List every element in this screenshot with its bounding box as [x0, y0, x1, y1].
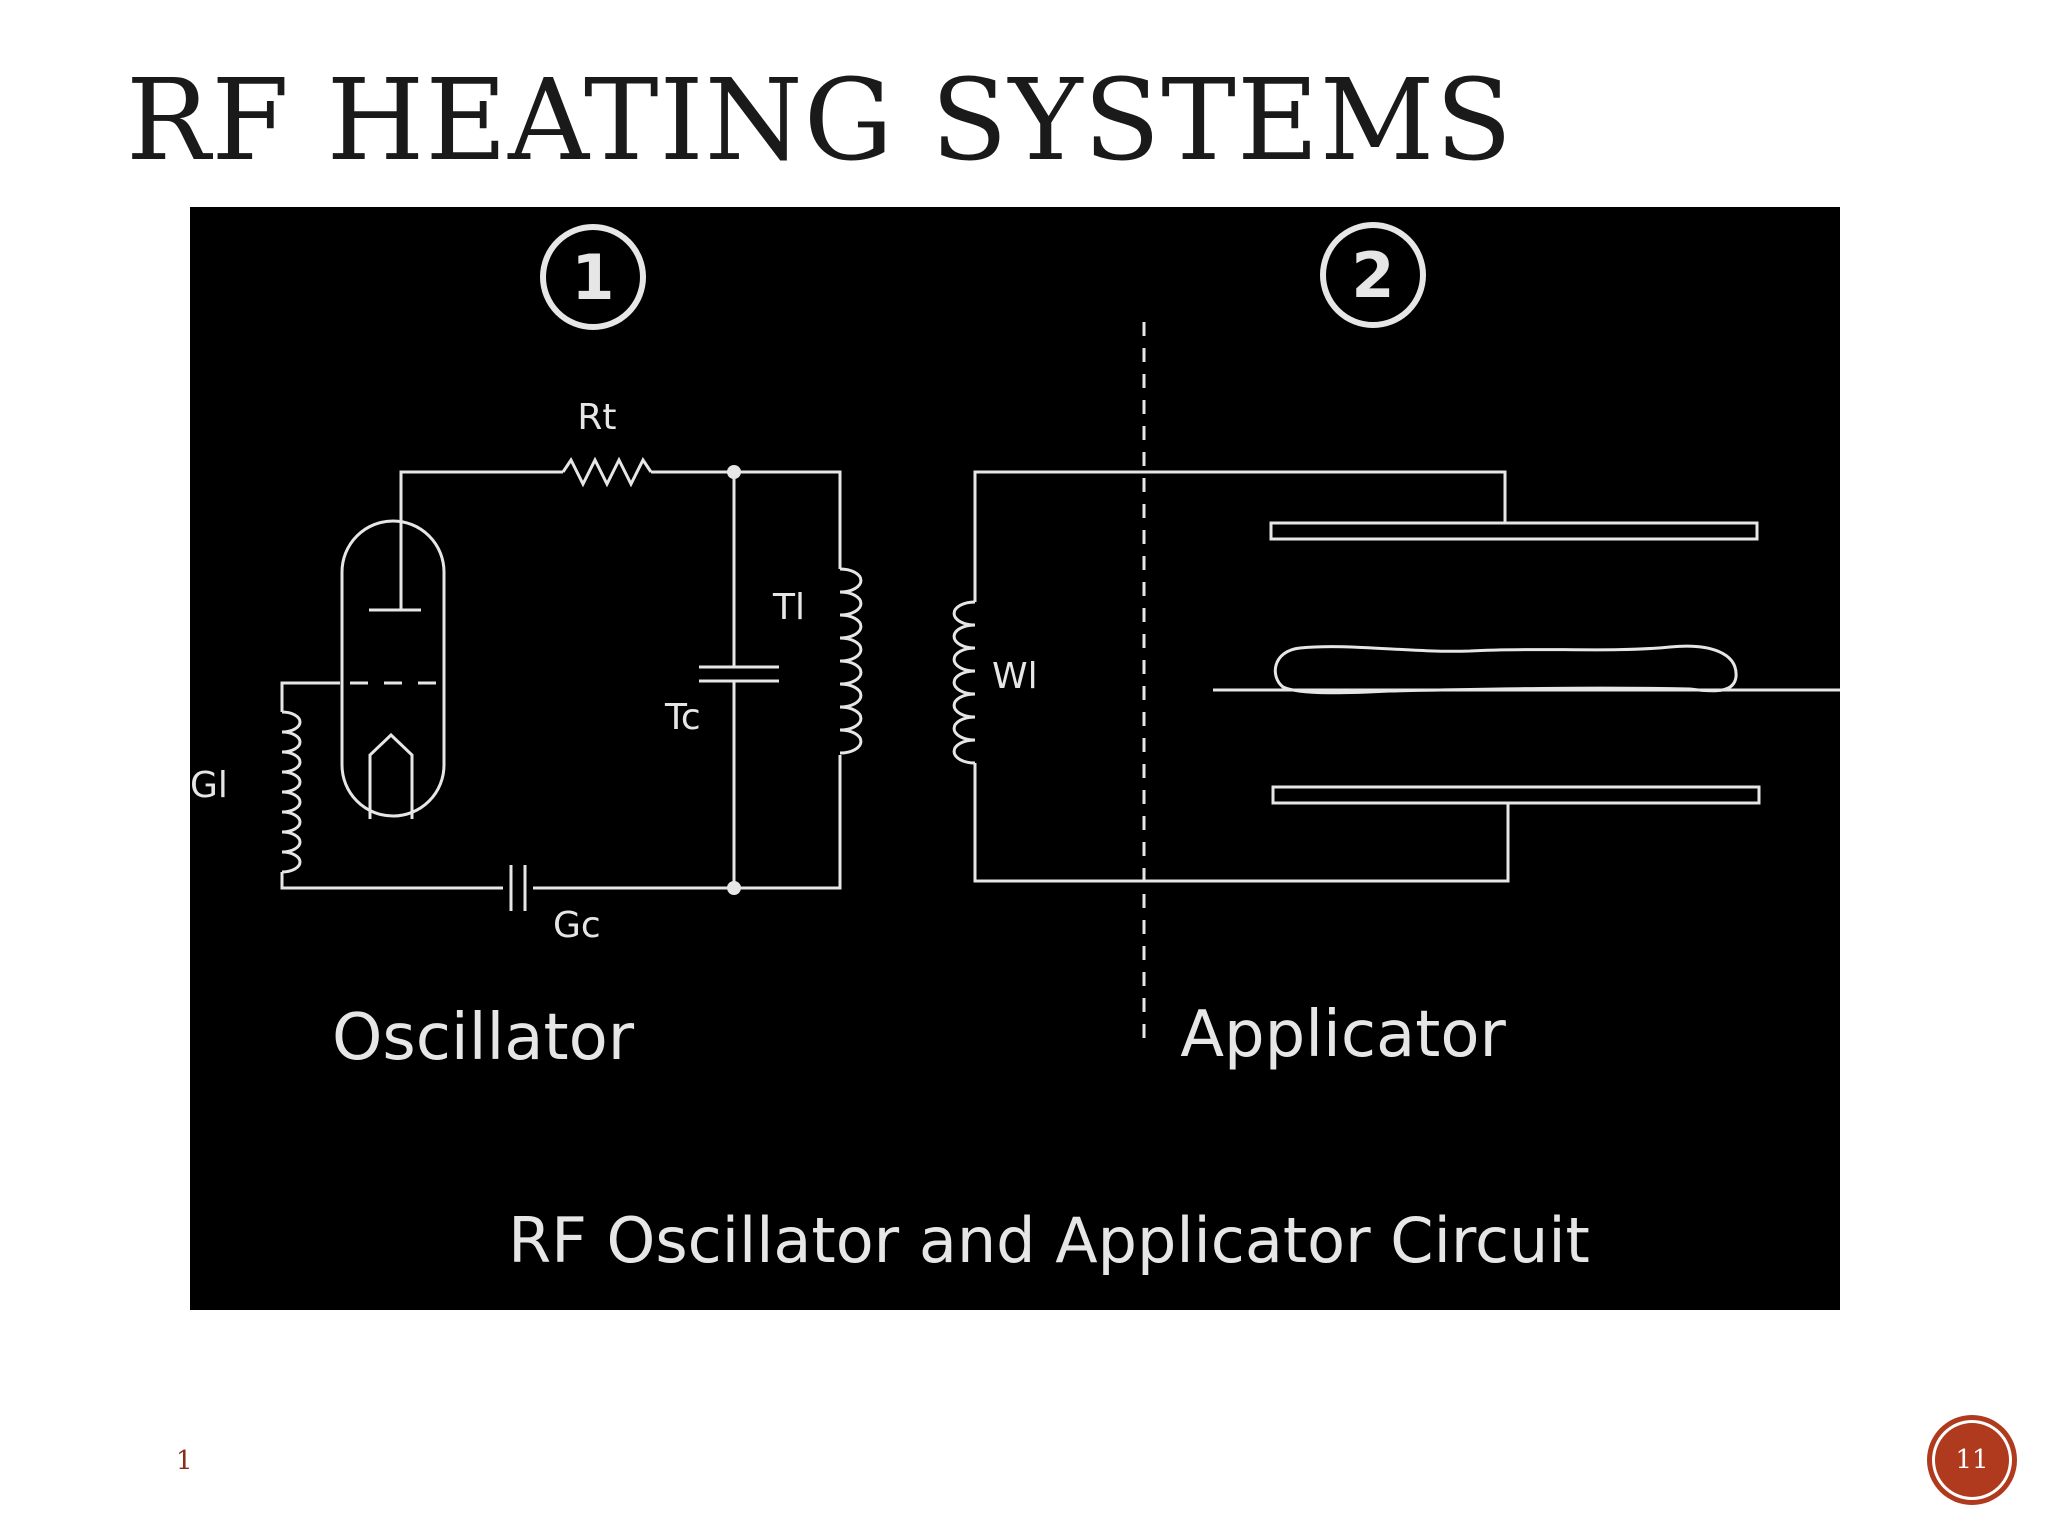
circuit-diagram: 1 2: [190, 207, 1840, 1310]
section-marker-2: 2: [1320, 222, 1426, 328]
lower-electrode: [1271, 785, 1761, 805]
label-applicator: Applicator: [1180, 998, 1506, 1072]
upper-electrode: [1269, 521, 1759, 541]
diagram-caption: RF Oscillator and Applicator Circuit: [508, 1204, 1590, 1277]
resistor-rt: [561, 456, 653, 488]
page-number: 11: [1955, 1445, 1989, 1475]
coil-gl: [281, 710, 302, 874]
label-wl: Wl: [992, 656, 1038, 697]
vacuum-tube: [340, 519, 446, 818]
section-marker-1: 1: [540, 224, 646, 330]
label-rt: Rt: [577, 397, 616, 438]
oscillator-circuit: [280, 456, 863, 911]
label-tl: Tl: [772, 587, 805, 628]
label-gl: Gl: [190, 765, 228, 806]
label-oscillator: Oscillator: [332, 1001, 635, 1075]
applicator-circuit: [952, 470, 1840, 883]
coil-wl: [952, 600, 976, 765]
circuit-diagram-svg: 1 2: [190, 222, 1840, 1277]
label-tc: Tc: [664, 697, 701, 738]
footer-number: 1: [176, 1446, 193, 1476]
coil-tl: [839, 567, 863, 755]
load-material: [1273, 644, 1738, 695]
page-number-badge: 11: [1932, 1420, 2012, 1500]
section-marker-2-label: 2: [1351, 239, 1394, 312]
slide-title: RF HEATING SYSTEMS: [126, 56, 1514, 186]
section-marker-1-label: 1: [571, 241, 614, 314]
label-gc: Gc: [553, 905, 601, 946]
